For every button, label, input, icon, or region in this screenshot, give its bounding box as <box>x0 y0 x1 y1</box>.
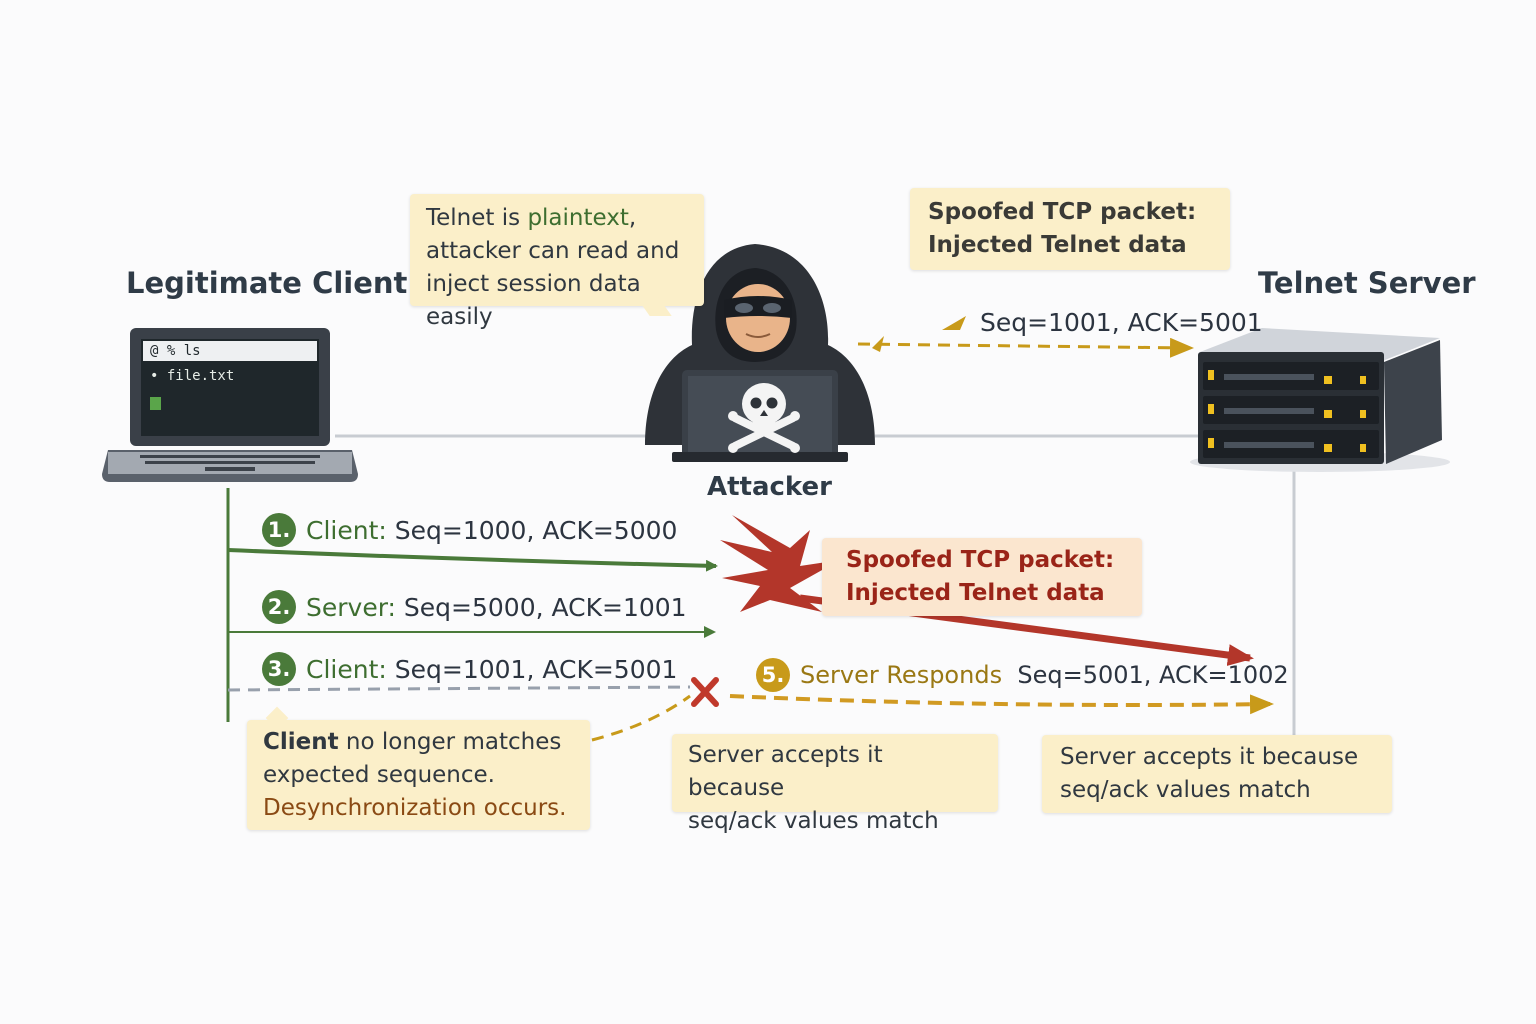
desync-line3: Desynchronization occurs. <box>263 795 567 821</box>
step-2: 2. Server: Seq=5000, ACK=1001 <box>262 590 687 624</box>
accepts-callout-right: Server accepts it because seq/ack values… <box>1042 735 1392 813</box>
spoofed-top-line2: Injected Telnet data <box>928 232 1187 258</box>
server-title: Telnet Server <box>1258 266 1476 300</box>
step5-arrow <box>729 694 1274 715</box>
terminal-output: • file.txt <box>150 368 235 384</box>
step-5-label: Server Responds <box>800 661 1003 689</box>
desync-callout: Client no longer matches expected sequen… <box>247 706 590 830</box>
step-2-label: Server: <box>306 592 396 622</box>
plaintext-comma: , <box>628 205 637 231</box>
burst-icon <box>720 515 840 612</box>
spoofed-packet-callout-top: Spoofed TCP packet: Injected Telnet data <box>910 188 1230 270</box>
accepts-right-line2: seq/ack values match <box>1060 777 1311 803</box>
step-3-label: Client: <box>306 654 387 684</box>
step-3-number: 3. <box>262 652 296 686</box>
plaintext-text: Telnet is <box>426 205 528 231</box>
step-5-values: Seq=5001, ACK=1002 <box>1017 661 1289 689</box>
skull-crossbones-icon <box>728 383 800 453</box>
accepts-right-line1: Server accepts it because <box>1060 744 1359 770</box>
desync-line1-text: no longer matches <box>338 729 562 755</box>
desync-line2: expected sequence. <box>263 762 495 788</box>
accepts-callout-left: Server accepts it because seq/ack values… <box>672 734 998 834</box>
plaintext-callout: Telnet is plaintext, attacker can read a… <box>410 194 704 330</box>
plaintext-highlight: plaintext <box>527 205 629 231</box>
spoof-small-arrow <box>942 316 966 330</box>
step-1-label: Client: <box>306 515 387 545</box>
step3-dashed-line <box>227 685 691 692</box>
step1-arrow <box>227 548 718 572</box>
terminal-prompt: @ % ls <box>150 343 201 359</box>
plaintext-line1: Telnet is plaintext, <box>426 202 688 235</box>
accepts-left-line1: Server accepts it because <box>688 742 883 801</box>
spoofed-top-line1: Spoofed TCP packet: <box>928 199 1197 225</box>
plaintext-line3: inject session data easily <box>426 271 641 330</box>
step-2-values: Seq=5000, ACK=1001 <box>403 592 687 622</box>
desync-highlight: Client <box>263 729 339 755</box>
spoofed-packet-callout-mid: Spoofed TCP packet: Injected Telnet data <box>822 538 1142 616</box>
terminal-output-text: file.txt <box>166 368 235 384</box>
spoofed-mid-line1: Spoofed TCP packet: <box>846 547 1115 573</box>
spoof-seq-label: Seq=1001, ACK=5001 <box>980 308 1263 337</box>
step-3-values: Seq=1001, ACK=5001 <box>394 654 678 684</box>
server-rack-icon <box>1190 328 1450 472</box>
x-mark-icon <box>691 677 719 707</box>
attacker-title: Attacker <box>707 472 832 502</box>
step-1-values: Seq=1000, ACK=5000 <box>394 515 678 545</box>
plaintext-line2: attacker can read and <box>426 238 680 264</box>
spoofed-mid-line2: Injected Telnet data <box>846 580 1105 606</box>
step-1: 1. Client: Seq=1000, ACK=5000 <box>262 513 677 547</box>
desync-line1: Client no longer matches <box>263 726 574 759</box>
step-1-number: 1. <box>262 513 296 547</box>
spoof-top-tick <box>872 336 884 352</box>
spoof-top-arrow <box>857 337 1194 358</box>
step-2-number: 2. <box>262 590 296 624</box>
step-3: 3. Client: Seq=1001, ACK=5001 <box>262 652 677 686</box>
laptop-icon <box>102 328 358 482</box>
step-5: 5. Server Responds Seq=5001, ACK=1002 <box>756 658 1289 692</box>
client-title: Legitimate Client <box>126 266 408 300</box>
accepts-left-line2: seq/ack values match <box>688 808 939 834</box>
step-5-number: 5. <box>756 658 790 692</box>
